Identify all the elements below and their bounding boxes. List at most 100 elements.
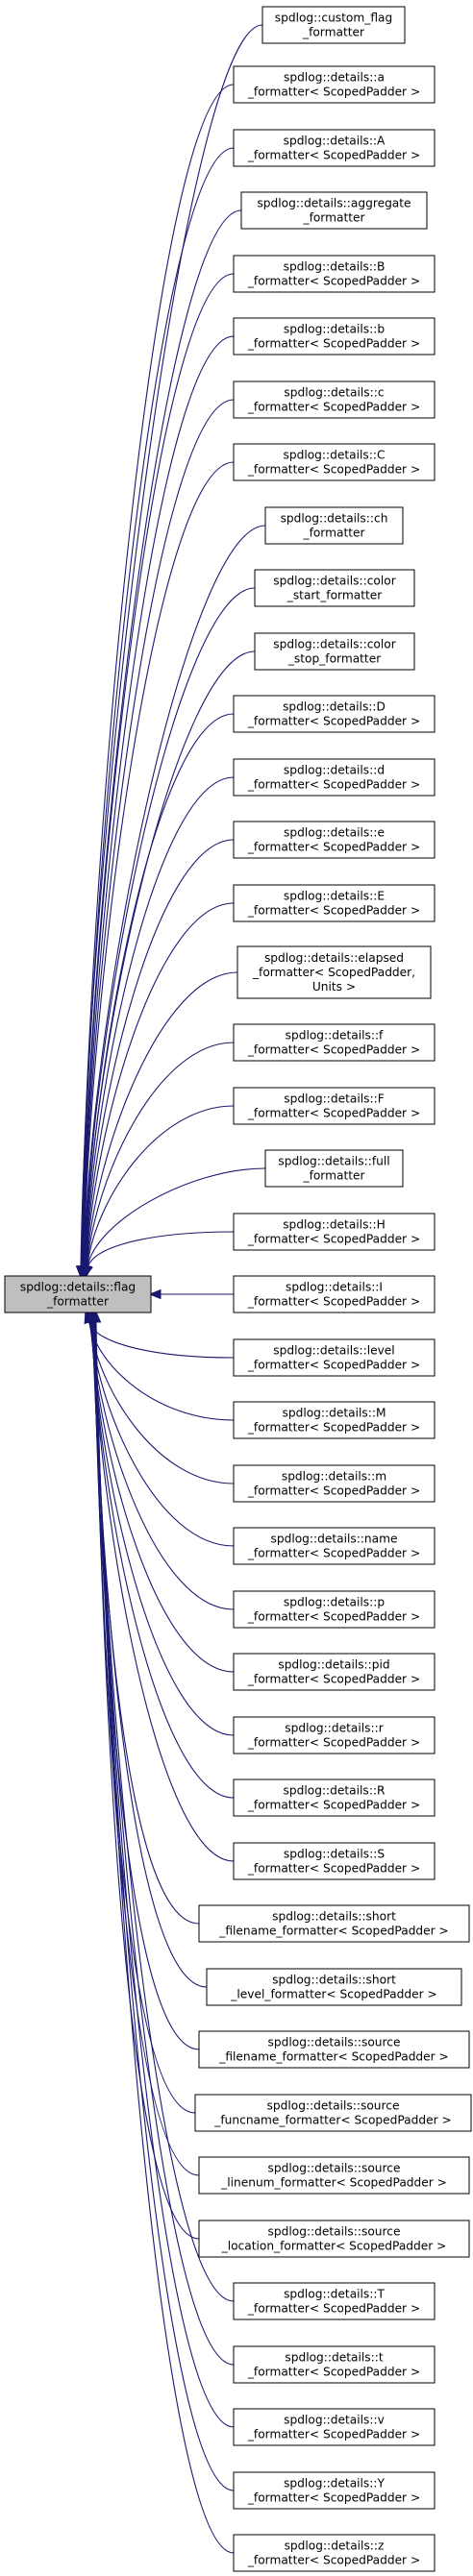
class-node-full-formatter[interactable]: spdlog::details::full_formatter xyxy=(264,1149,404,1188)
node-label-line: _formatter< ScopedPadder > xyxy=(247,1107,420,1120)
inheritance-edges xyxy=(75,24,266,2554)
class-box xyxy=(198,2156,470,2195)
node-label-line: _formatter< ScopedPadder > xyxy=(247,1233,420,1246)
node-label-line: _formatter< ScopedPadder > xyxy=(247,1547,420,1560)
class-node-aggregate-formatter[interactable]: spdlog::details::aggregate_formatter xyxy=(240,191,428,230)
class-box xyxy=(233,1213,436,1251)
class-node-b-formatter[interactable]: spdlog::details::b_formatter< ScopedPadd… xyxy=(233,317,436,356)
node-label-line: _formatter xyxy=(302,211,365,225)
inheritance-arrowhead xyxy=(83,1263,93,1278)
node-label-line: spdlog::details::flag xyxy=(20,1281,136,1294)
node-label-line: spdlog::details::I xyxy=(286,1281,383,1294)
class-node-source-filename-formatter[interactable]: spdlog::details::source_filename_formatt… xyxy=(198,2030,470,2069)
class-node-p-formatter[interactable]: spdlog::details::p_formatter< ScopedPadd… xyxy=(233,1590,436,1629)
class-box xyxy=(233,1527,436,1565)
class-node-A-formatter[interactable]: spdlog::details::A_formatter< ScopedPadd… xyxy=(233,129,436,167)
class-node-elapsed-formatter[interactable]: spdlog::details::elapsed_formatter< Scop… xyxy=(236,945,432,999)
node-label-line: spdlog::details::A xyxy=(284,135,386,148)
class-node-ch-formatter[interactable]: spdlog::details::ch_formatter xyxy=(264,506,404,545)
class-node-m-formatter[interactable]: spdlog::details::m_formatter< ScopedPadd… xyxy=(233,1464,436,1503)
inheritance-edge xyxy=(84,587,256,1267)
class-box xyxy=(233,2345,436,2384)
node-label-line: spdlog::details::b xyxy=(284,323,385,336)
class-node-Y-formatter[interactable]: spdlog::details::Y_formatter< ScopedPadd… xyxy=(233,2471,436,2510)
class-node-E-formatter[interactable]: spdlog::details::E_formatter< ScopedPadd… xyxy=(233,884,436,922)
class-node-H-formatter[interactable]: spdlog::details::H_formatter< ScopedPadd… xyxy=(233,1213,436,1251)
node-label-line: _formatter< ScopedPadder > xyxy=(247,2554,420,2567)
class-box xyxy=(233,1275,436,1313)
class-node-v-formatter[interactable]: spdlog::details::v_formatter< ScopedPadd… xyxy=(233,2408,436,2446)
class-node-color-start-formatter[interactable]: spdlog::details::color_start_formatter xyxy=(254,569,415,607)
class-node-t-formatter[interactable]: spdlog::details::t_formatter< ScopedPadd… xyxy=(233,2345,436,2384)
node-label-line: _formatter< ScopedPadder > xyxy=(247,275,420,288)
node-label-line: spdlog::details::t xyxy=(285,2351,383,2365)
class-node-source-location-formatter[interactable]: spdlog::details::source_location_formatt… xyxy=(198,2220,470,2258)
class-box xyxy=(206,1968,462,2006)
class-node-S-formatter[interactable]: spdlog::details::S_formatter< ScopedPadd… xyxy=(233,1842,436,1880)
class-node-d-formatter[interactable]: spdlog::details::d_formatter< ScopedPadd… xyxy=(233,758,436,797)
class-node-name-formatter[interactable]: spdlog::details::name_formatter< ScopedP… xyxy=(233,1527,436,1565)
base-class-box xyxy=(4,1275,152,1313)
class-box xyxy=(198,2030,470,2069)
node-label-line: _formatter xyxy=(46,1295,110,1309)
inheritance-edge xyxy=(86,902,235,1267)
class-box xyxy=(233,1087,436,1125)
node-label-line: _formatter< ScopedPadder > xyxy=(247,401,420,414)
node-label-line: spdlog::details::r xyxy=(285,1722,384,1735)
class-node-short-level-formatter[interactable]: spdlog::details::short_level_formatter< … xyxy=(206,1968,462,2006)
inheritance-edge xyxy=(81,147,235,1267)
node-label-line: _formatter< ScopedPadder > xyxy=(247,715,420,728)
inheritance-edge xyxy=(84,713,235,1267)
node-label-line: spdlog::details::elapsed xyxy=(264,951,404,965)
class-box xyxy=(233,380,436,419)
node-label-line: spdlog::details::color xyxy=(273,638,396,651)
class-node-source-linenum-formatter[interactable]: spdlog::details::source_linenum_formatte… xyxy=(198,2156,470,2195)
class-node-I-formatter[interactable]: spdlog::details::I_formatter< ScopedPadd… xyxy=(233,1275,436,1313)
node-label-line: spdlog::details::D xyxy=(283,700,386,714)
node-label-line: spdlog::details::a xyxy=(284,71,385,85)
class-node-source-funcname-formatter[interactable]: spdlog::details::source_funcname_formatt… xyxy=(194,2094,472,2132)
inheritance-arrowhead xyxy=(90,1310,102,1323)
class-node-pid-formatter[interactable]: spdlog::details::pid_formatter< ScopedPa… xyxy=(233,1653,436,1691)
class-node-a-formatter[interactable]: spdlog::details::a_formatter< ScopedPadd… xyxy=(233,65,436,104)
inheritance-edge xyxy=(82,399,235,1267)
node-label-line: spdlog::details::R xyxy=(284,1784,386,1798)
node-label-line: _formatter< ScopedPadder > xyxy=(247,2366,420,2379)
class-box xyxy=(233,65,436,104)
class-node-B-formatter[interactable]: spdlog::details::B_formatter< ScopedPadd… xyxy=(233,255,436,293)
class-node-D-formatter[interactable]: spdlog::details::D_formatter< ScopedPadd… xyxy=(233,695,436,733)
class-box xyxy=(233,2471,436,2510)
node-label-line: _formatter< ScopedPadder > xyxy=(247,1862,420,1876)
node-label-line: _formatter< ScopedPadder, xyxy=(252,966,415,979)
class-node-e-formatter[interactable]: spdlog::details::e_formatter< ScopedPadd… xyxy=(233,821,436,859)
inheritance-edge xyxy=(83,525,266,1267)
inheritance-edge xyxy=(80,24,263,1267)
class-node-C-formatter[interactable]: spdlog::details::C_formatter< ScopedPadd… xyxy=(233,443,436,481)
base-class-node[interactable]: spdlog::details::flag_formatter xyxy=(4,1275,152,1313)
class-node-color-stop-formatter[interactable]: spdlog::details::color_stop_formatter xyxy=(254,632,415,671)
node-label-line: spdlog::details::S xyxy=(284,1848,385,1861)
class-box xyxy=(233,443,436,481)
node-label-line: spdlog::details::p xyxy=(284,1596,385,1609)
node-label-line: spdlog::details::aggregate xyxy=(257,197,411,210)
node-label-line: spdlog::details::e xyxy=(284,826,385,840)
class-node-r-formatter[interactable]: spdlog::details::r_formatter< ScopedPadd… xyxy=(233,1716,436,1754)
class-node-F-formatter[interactable]: spdlog::details::F_formatter< ScopedPadd… xyxy=(233,1087,436,1125)
class-node-custom-flag-formatter[interactable]: spdlog::custom_flag_formatter xyxy=(261,6,406,44)
class-node-f-formatter[interactable]: spdlog::details::f_formatter< ScopedPadd… xyxy=(233,1023,436,1062)
class-node-short-filename-formatter[interactable]: spdlog::details::short_filename_formatte… xyxy=(198,1904,470,1943)
class-box xyxy=(264,1149,404,1188)
node-label-line: spdlog::details::d xyxy=(284,764,385,777)
class-node-level-formatter[interactable]: spdlog::details::level_formatter< Scoped… xyxy=(233,1338,436,1377)
inheritance-edge xyxy=(89,1321,235,1547)
class-node-M-formatter[interactable]: spdlog::details::M_formatter< ScopedPadd… xyxy=(233,1401,436,1439)
inheritance-edge xyxy=(93,1321,200,2240)
node-label-line: spdlog::details::E xyxy=(284,890,385,903)
node-label-line: _formatter< ScopedPadder > xyxy=(247,1359,420,1372)
class-node-T-formatter[interactable]: spdlog::details::T_formatter< ScopedPadd… xyxy=(233,2282,436,2320)
class-node-R-formatter[interactable]: spdlog::details::R_formatter< ScopedPadd… xyxy=(233,1779,436,1817)
node-label-line: _start_formatter xyxy=(286,589,384,602)
class-node-z-formatter[interactable]: spdlog::details::z_formatter< ScopedPadd… xyxy=(233,2534,436,2572)
class-node-c-formatter[interactable]: spdlog::details::c_formatter< ScopedPadd… xyxy=(233,380,436,419)
